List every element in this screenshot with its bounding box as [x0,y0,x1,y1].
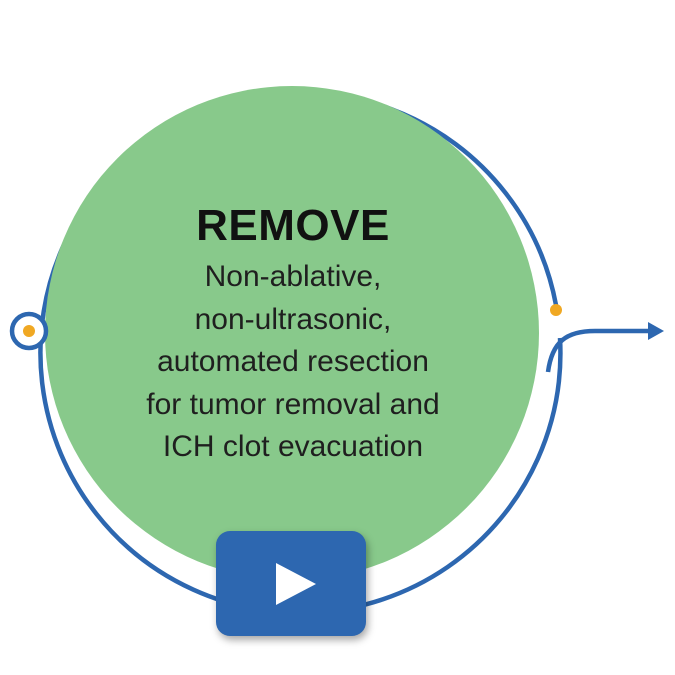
right-accent-dot [550,304,562,316]
card-title: REMOVE [196,201,390,250]
exit-connector [545,328,650,373]
description-line: automated resection [157,345,429,378]
play-icon [276,563,316,605]
left-node-dot [23,325,35,337]
card-text: REMOVE Non-ablative, non-ultrasonic, aut… [88,196,498,469]
arrow-head-icon [648,322,664,340]
green-circle [45,86,539,580]
description-line: ICH clot evacuation [162,430,424,463]
description-line: non-ultrasonic, [194,302,392,336]
description-line: Non-ablative, [204,260,382,293]
play-button[interactable] [216,531,366,636]
description-line: for tumor removal and [146,387,440,421]
